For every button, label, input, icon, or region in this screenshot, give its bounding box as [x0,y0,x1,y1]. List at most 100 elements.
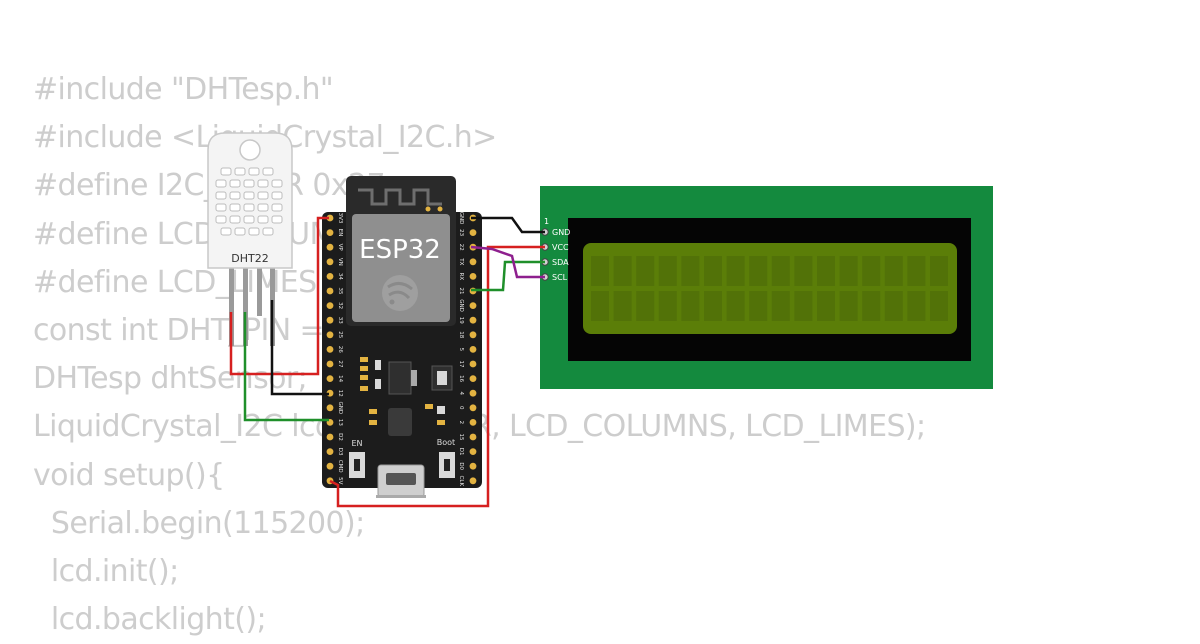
right-pin-label: 17 [458,361,464,368]
left-pin-label: 34 [337,273,343,280]
left-pin-label: CMD [337,460,343,473]
esp32-board[interactable]: ESP32 EN Boot [322,176,482,498]
lcd-cell [884,256,903,286]
left-pin[interactable] [326,404,334,412]
right-pin-label: 5 [458,348,464,352]
right-pin[interactable] [469,419,477,426]
lcd-cell [749,256,768,286]
right-pin[interactable] [469,302,477,309]
right-pin[interactable] [469,462,477,470]
lcd-cell [726,291,745,321]
wire-lcd-scl [470,245,545,279]
left-pin-label: D3 [337,448,343,456]
usb-port [376,464,426,498]
lcd-cell [839,291,858,321]
right-pin[interactable] [469,375,477,382]
right-pin[interactable] [469,229,477,237]
lcd-cell [930,256,948,286]
lcd-cell [636,291,655,321]
left-pin[interactable] [326,243,334,251]
lcd-cell [704,291,722,321]
right-pin-label: 0 [458,406,464,410]
lcd-pin-label: GND [552,228,570,237]
right-pin-label: D0 [458,462,464,470]
left-pin[interactable] [326,448,334,455]
left-pin[interactable] [326,360,334,368]
left-pin-label: GND [337,401,343,414]
lcd-pin-label: SDA [552,258,569,267]
lcd-pin-label: VCC [552,243,569,252]
right-pin-label: 16 [458,375,464,382]
en-button[interactable] [349,452,365,478]
left-pin[interactable] [326,462,334,470]
lcd-cell [794,291,813,321]
left-pin[interactable] [326,273,334,280]
right-pin[interactable] [469,433,477,441]
right-pin-label: 23 [458,229,464,236]
lcd-cell [704,256,722,286]
right-pin[interactable] [469,346,477,353]
esp32-pin-headers: 3V3ENVPVN343532332526271412GND13D2D3CMD5… [326,212,477,486]
circuit-diagram: DHT22 ESP32 EN Boot [207,132,993,508]
lcd-cell [658,291,677,321]
espressif-logo-icon [382,275,418,311]
lcd-cell [591,256,609,286]
right-pin[interactable] [469,477,477,485]
lcd-cell [794,256,813,286]
dht22-label: DHT22 [231,252,268,265]
left-pin-label: 33 [337,317,343,324]
right-pin[interactable] [469,360,477,368]
right-pin[interactable] [469,273,477,280]
right-pin-label: GND [458,299,464,312]
wires [229,216,545,508]
wire-lcd-vcc [329,245,545,508]
lcd-cell [613,291,632,321]
left-pin[interactable] [326,433,334,441]
left-pin[interactable] [326,331,334,339]
right-pin-label: RX [458,273,464,281]
left-pin[interactable] [326,229,334,237]
right-pin-label: 15 [458,434,464,441]
right-pin[interactable] [469,404,477,412]
lcd-cell [658,256,677,286]
right-pin[interactable] [469,316,477,324]
lcd-cell [726,256,745,286]
left-pin[interactable] [326,316,334,324]
lcd-cell [862,256,881,286]
left-pin-label: EN [337,229,343,237]
left-pin[interactable] [326,375,334,382]
right-pin[interactable] [469,389,477,397]
dht22-grille [215,167,283,236]
lcd-pin-label: SCL [552,273,568,282]
right-pin[interactable] [469,331,477,339]
lcd-cell [771,256,790,286]
lcd-cell [907,291,926,321]
left-pin[interactable] [326,258,334,266]
left-pin[interactable] [326,302,334,309]
left-pin[interactable] [326,287,334,295]
boot-button[interactable] [439,452,455,478]
right-pin-label: 18 [458,331,464,338]
lcd-cell [930,291,948,321]
wire-dht-gnd [270,300,329,396]
lcd-cell [862,291,881,321]
right-pin-label: 22 [458,244,464,251]
boot-label: Boot [437,438,455,447]
right-pin[interactable] [469,448,477,455]
code-line: lcd.init(); [33,554,179,590]
code-line: Serial.begin(115200); [33,505,365,541]
right-pin-label: 4 [458,391,464,395]
left-pin-label: 26 [337,346,343,353]
dht22-sensor[interactable]: DHT22 [207,132,293,346]
right-pin-label: 2 [458,421,464,425]
left-pin-label: 35 [337,288,343,295]
right-pin[interactable] [469,258,477,266]
left-pin-label: 3V3 [337,213,343,224]
lcd-pin-number: 1 [544,217,549,226]
lcd-cell [839,256,858,286]
lcd-cell [636,256,655,286]
left-pin[interactable] [326,214,334,222]
left-pin[interactable] [326,346,334,353]
lcd1602-display[interactable]: 1 GND VCC SDA SCL [540,186,993,389]
wire-lcd-gnd [471,216,545,234]
